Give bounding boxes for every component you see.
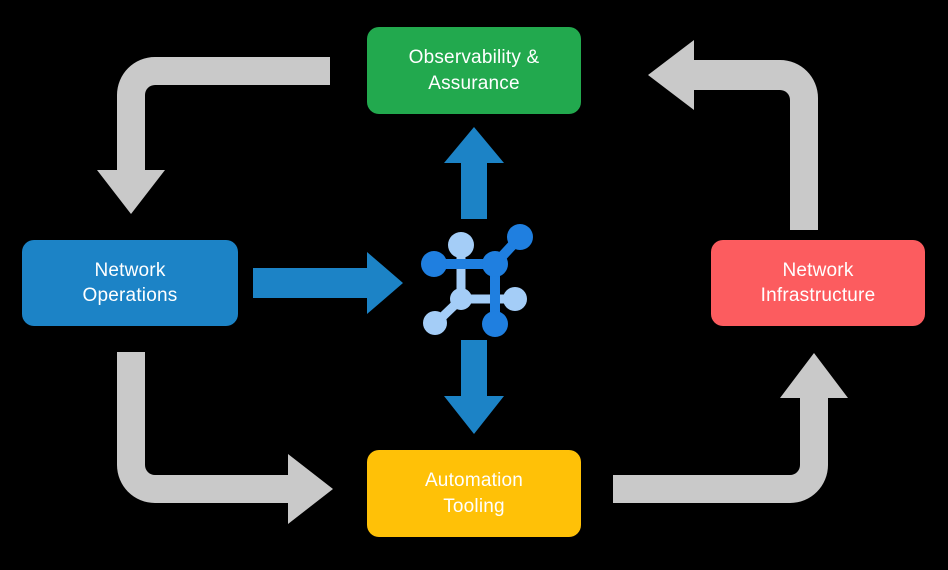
network-topology-icon <box>421 224 533 337</box>
gray-arrow-infrastructure-to-observability <box>648 40 818 230</box>
blue-arrow-operations-to-center <box>253 252 403 314</box>
node-label-observability: Observability & Assurance <box>408 47 540 94</box>
node-dark-topright <box>507 224 533 250</box>
node-light-top <box>448 232 474 258</box>
node-box-observability[interactable]: Observability & Assurance <box>367 27 581 114</box>
node-dark-hub <box>482 251 508 277</box>
node-dark-left <box>421 251 447 277</box>
node-box-operations[interactable]: Network Operations <box>22 240 238 326</box>
node-label-operations: Network Operations <box>82 259 178 306</box>
node-light-center <box>450 288 472 310</box>
node-light-bottomleft <box>423 311 447 335</box>
gray-arrow-observability-to-operations <box>97 57 330 214</box>
node-label-automation: Automation Tooling <box>424 470 524 517</box>
node-label-infrastructure: Network Infrastructure <box>760 259 876 306</box>
gray-arrow-automation-to-infrastructure <box>613 353 848 503</box>
node-dark-bottom <box>482 311 508 337</box>
node-box-automation[interactable]: Automation Tooling <box>367 450 581 537</box>
node-box-infrastructure[interactable]: Network Infrastructure <box>711 240 925 326</box>
gray-arrow-operations-to-automation <box>117 352 333 524</box>
blue-arrow-center-to-automation <box>444 340 504 434</box>
blue-arrow-center-to-observability <box>444 127 504 219</box>
node-light-right <box>503 287 527 311</box>
